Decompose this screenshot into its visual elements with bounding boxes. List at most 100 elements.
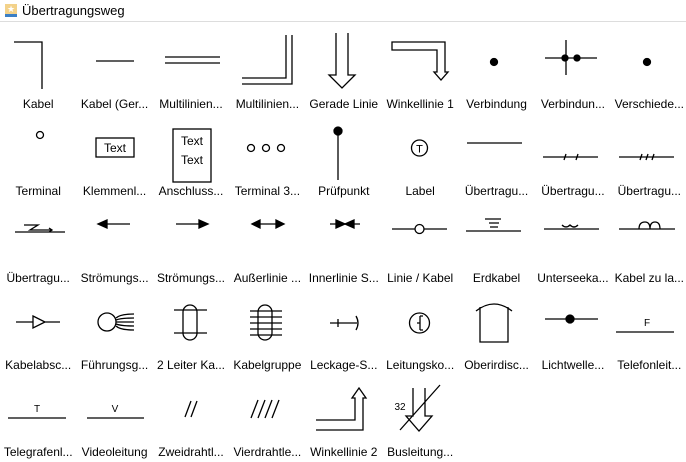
shape-label: Kabel zu la... [614, 271, 684, 285]
shape-terminal-3[interactable]: Terminal 3... [229, 113, 305, 200]
shape-kabel-zu-land[interactable]: Kabel zu la... [611, 200, 686, 287]
shape-label: Vierdrahtle... [233, 445, 302, 459]
shape-zweidraht[interactable]: Zweidrahtl... [153, 374, 229, 461]
leakage-sensor-icon [329, 315, 359, 331]
shape-2-leiter-kabel[interactable]: 2 Leiter Ka... [153, 287, 229, 374]
shape-label: Gerade Linie [309, 97, 379, 111]
shape-uebertragung-2[interactable]: Übertragu... [535, 113, 611, 200]
shape-winkellinie-2[interactable]: Winkellinie 2 [306, 374, 382, 461]
shape-label: Busleitung... [387, 445, 454, 459]
cross-junction-icon [544, 40, 597, 75]
shape-label: Übertragu... [464, 184, 529, 198]
shape-kabelabschluss[interactable]: Kabelabsc... [0, 287, 76, 374]
shape-oberirdisch[interactable]: Oberirdisc... [458, 287, 534, 374]
arrow-down-icon [326, 33, 357, 89]
shape-label: Innerlinie S... [308, 271, 379, 285]
shape-label: Erdkabel [472, 271, 521, 285]
shape-stroemung-rechts[interactable]: Strömungs... [153, 200, 229, 287]
angle-arrow-up-icon [315, 386, 367, 431]
line-circle-icon [391, 223, 447, 235]
two-tick-line-icon [542, 153, 598, 161]
telegraph-glyph: T [34, 404, 40, 415]
phone-line-icon: F [616, 318, 675, 333]
shape-label: Außerlinie ... [233, 271, 302, 285]
double-arrow-icon [250, 218, 286, 230]
shape-label: Telegrafenl... [3, 445, 73, 459]
test-point-icon [332, 126, 343, 180]
label-glyph: T [416, 144, 423, 156]
shape-winkellinie-1[interactable]: Winkellinie 1 [382, 26, 458, 113]
terminal-box-icon: Text [95, 137, 136, 158]
shape-label: Multilinien... [159, 97, 223, 111]
shape-leckage-sensor[interactable]: Leckage-S... [306, 287, 382, 374]
shape-kabel-gerade[interactable]: Kabel (Ger... [76, 26, 152, 113]
land-cable-icon [619, 221, 676, 230]
shape-uebertragung-3[interactable]: Übertragu... [611, 113, 686, 200]
shape-label: Verbindung [466, 97, 527, 111]
shape-linie-kabel[interactable]: Linie / Kabel [382, 200, 458, 287]
shape-erdkabel[interactable]: Erdkabel [458, 200, 534, 287]
shape-label: Label [405, 184, 435, 198]
shape-verbindung-2[interactable]: Verbindun... [535, 26, 611, 113]
arrow-right-icon [175, 218, 210, 230]
guide-device-icon [97, 312, 135, 332]
panel-header: ★ Übertragungsweg [0, 0, 686, 22]
shape-innerlinie[interactable]: Innerlinie S... [306, 200, 382, 287]
shape-label: Führungsg... [80, 358, 149, 372]
two-wire-icon [184, 400, 198, 418]
shape-telegrafenleitung[interactable]: T Telegrafenl... [0, 374, 76, 461]
shape-gerade-linie[interactable]: Gerade Linie [306, 26, 382, 113]
shape-label: Zweidrahtl... [158, 445, 224, 459]
shape-label: Anschluss... [158, 184, 224, 198]
shape-label: Kabelgruppe [233, 358, 302, 372]
zigzag-line-icon [15, 224, 65, 233]
shape-label: Oberirdisc... [464, 358, 529, 372]
cable-group-icon [250, 304, 283, 341]
shape-vierdraht[interactable]: Vierdrahtle... [229, 374, 305, 461]
four-wire-icon [250, 399, 280, 419]
shape-pruefpunkt[interactable]: Prüfpunkt [306, 113, 382, 200]
shape-label: Übertragu... [541, 184, 605, 198]
box-text: Text [181, 134, 204, 148]
shape-terminal[interactable]: Terminal [0, 113, 76, 200]
shape-stroemung-links[interactable]: Strömungs... [76, 200, 152, 287]
shape-fuehrungsgeraet[interactable]: Führungsg... [76, 287, 152, 374]
shape-multilinie-2[interactable]: Multilinien... [229, 26, 305, 113]
video-glyph: V [112, 404, 119, 415]
shape-uebertragung-1[interactable]: Übertragu... [458, 113, 534, 200]
shape-label: Strömungs... [156, 271, 225, 285]
shape-label: Übertragu... [617, 184, 681, 198]
shape-aussenlinie[interactable]: Außerlinie ... [229, 200, 305, 287]
shape-label: Winkellinie 2 [310, 445, 378, 459]
fiber-optic-icon [544, 314, 598, 324]
shape-kabelgruppe[interactable]: Kabelgruppe [229, 287, 305, 374]
shape-label[interactable]: T Label [382, 113, 458, 200]
phone-glyph: F [644, 318, 650, 329]
ground-cable-icon [466, 218, 522, 232]
shape-multilinie-1[interactable]: Multilinien... [153, 26, 229, 113]
three-terminals-icon [247, 143, 286, 153]
shape-unterseekabel[interactable]: Unterseeka... [535, 200, 611, 287]
shape-label: Multilinien... [235, 97, 300, 111]
panel-title: Übertragungsweg [22, 3, 125, 18]
shape-uebertragung-4[interactable]: Übertragu... [0, 200, 76, 287]
shape-leitungskontrolle[interactable]: Leitungsko... [382, 287, 458, 374]
bus-line-icon: 32 [394, 384, 441, 432]
shape-label: Kabel (Ger... [80, 97, 149, 111]
label-t-icon: T [410, 139, 429, 157]
shape-label: Prüfpunkt [318, 184, 370, 198]
shape-label: Leckage-S... [310, 358, 378, 372]
shape-verbindung[interactable]: Verbindung [458, 26, 534, 113]
inner-arrows-icon [329, 218, 360, 230]
shape-verschieden[interactable]: Verschiede... [611, 26, 686, 113]
shape-kabel[interactable]: Kabel [0, 26, 76, 113]
shape-label: Terminal 3... [234, 184, 301, 198]
shape-label: Lichtwelle... [541, 358, 605, 372]
shape-label: Kabelabsc... [5, 358, 72, 372]
shape-lichtwellenleiter[interactable]: Lichtwelle... [535, 287, 611, 374]
